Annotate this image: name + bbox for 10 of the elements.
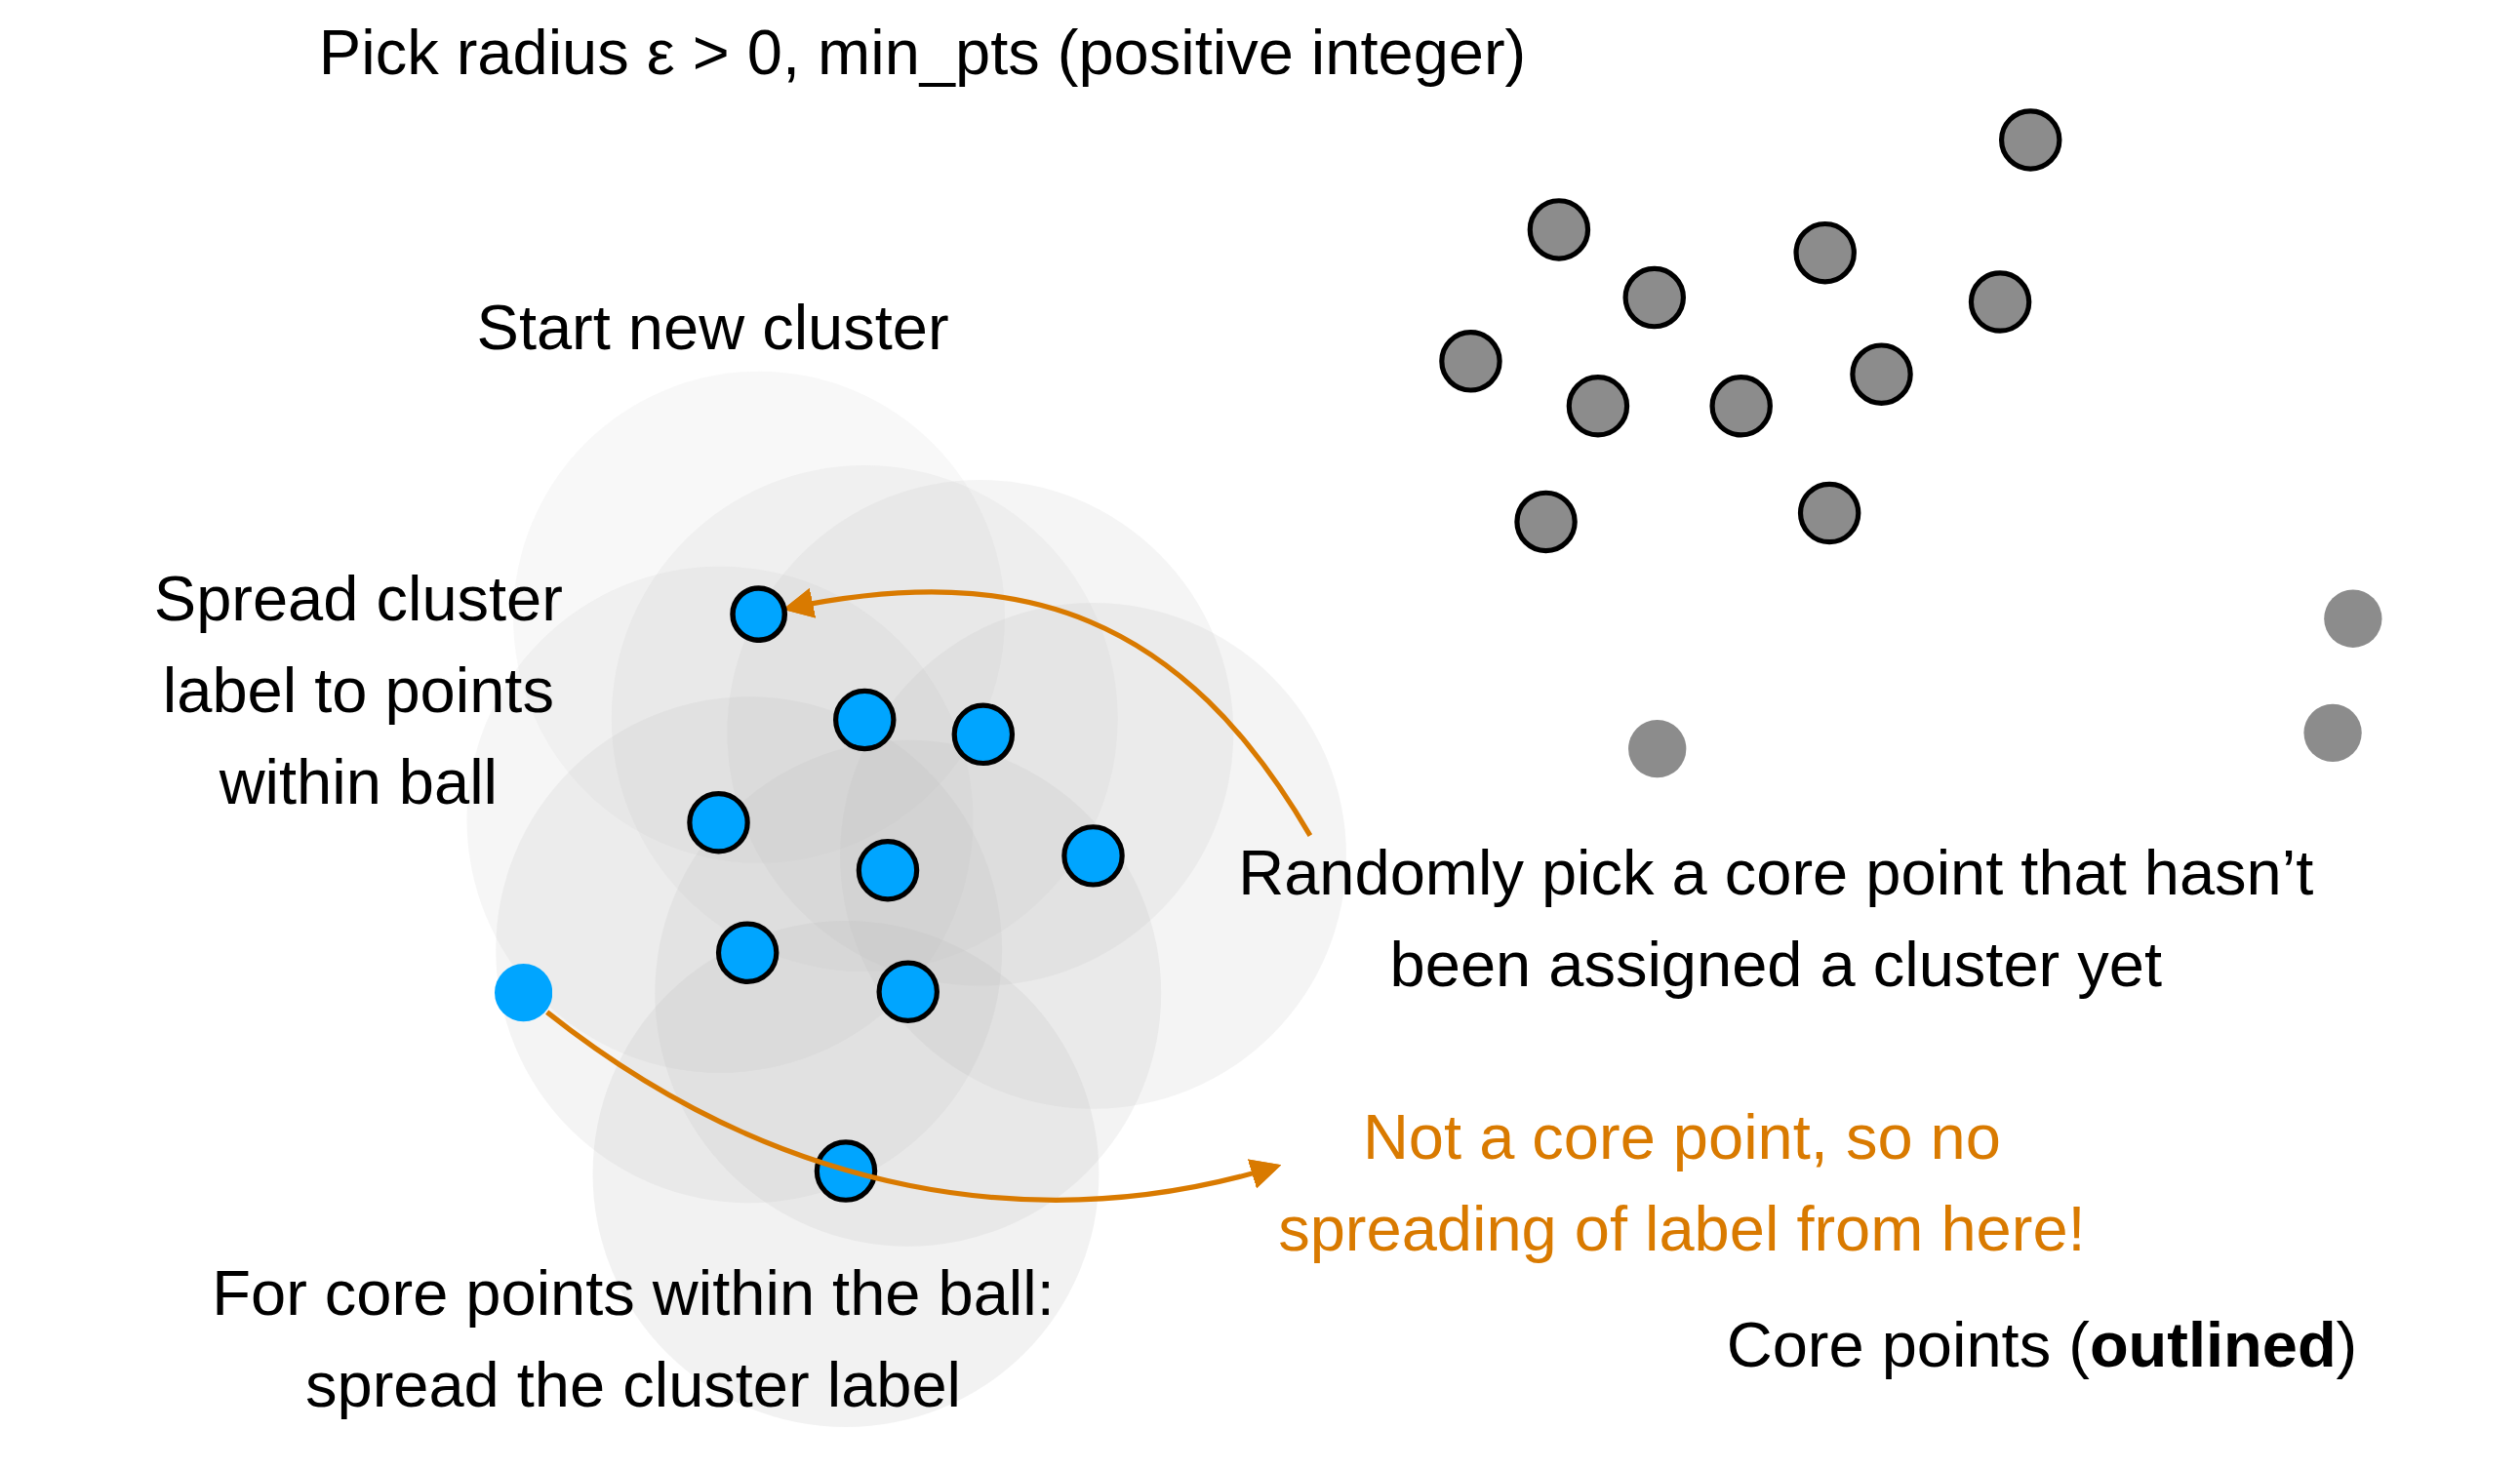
data-point — [730, 584, 788, 644]
annotation-text: Randomly pick a core point that hasn’t been assigned a cluster yet — [1225, 826, 2326, 1011]
arrow — [545, 1010, 1282, 1203]
heading-text: Pick radius ε > 0, min_pts (positive integer) — [317, 15, 1528, 90]
step-label: Spread cluster label to points within ball — [152, 562, 564, 820]
note-text: Core points (outlined) — [1725, 1308, 2358, 1383]
data-point — [494, 964, 552, 1022]
step-label: Start new cluster — [475, 290, 950, 365]
step-label: For core points within the ball: spread the cluster label — [211, 1255, 1056, 1422]
annotation-text: Not a core point, so no spreading of label from here! — [1225, 1091, 2138, 1275]
